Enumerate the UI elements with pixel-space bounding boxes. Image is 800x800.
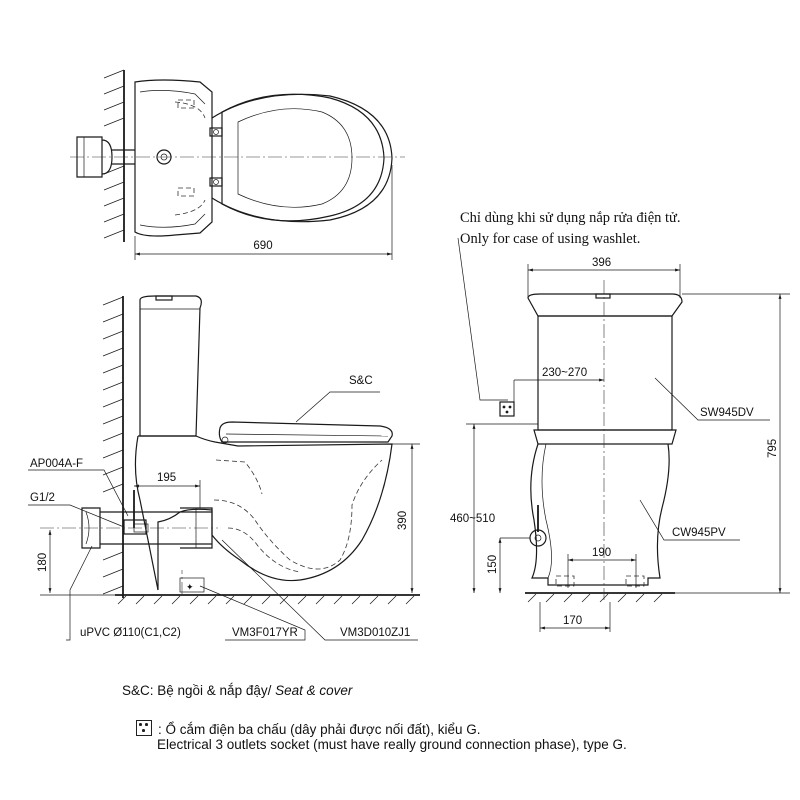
legend-seat-cover: S&C: Bệ ngồi & nắp đậy/ Seat & cover xyxy=(122,683,352,698)
legend-sc-english: Seat & cover xyxy=(275,683,353,698)
cw945pv-leader xyxy=(639,499,740,541)
seat-top-outline xyxy=(221,93,385,222)
dimension-690-label: 690 xyxy=(253,240,272,252)
bowl-top-outline xyxy=(211,93,393,223)
legend-socket-en: Electrical 3 outlets socket (must have r… xyxy=(157,737,627,752)
electric-socket xyxy=(499,401,515,417)
top-view-wall-hatch xyxy=(103,69,125,239)
upvc-label: uPVC Ø110(C1,C2) xyxy=(80,627,181,639)
dimension-180-label: 180 xyxy=(37,553,49,572)
g12-leader xyxy=(28,504,125,528)
sw945dv-label: SW945DV xyxy=(700,407,754,419)
ap004-leader xyxy=(28,469,129,517)
dimension-190-label: 190 xyxy=(592,547,611,559)
washlet-note-vi: Chỉ dùng khi sử dụng nắp rửa điện tử. xyxy=(460,210,681,226)
legend-socket-vi-text: : Ổ cắm điện ba chấu (dây phải được nối … xyxy=(158,722,481,737)
seat-and-cover xyxy=(218,421,393,443)
ap004-label: AP004A-F xyxy=(30,458,83,470)
outlet-pipe xyxy=(100,511,212,545)
side-view-wall-hatch xyxy=(102,296,124,595)
side-view: ✦ S&C AP004A-F G1/2 195 390 180 uPVC Ø11… xyxy=(28,295,420,641)
side-bowl xyxy=(138,435,393,590)
cw945pv-label: CW945PV xyxy=(672,527,726,539)
trapway-hidden xyxy=(213,459,383,570)
vm3d-leader xyxy=(221,539,418,641)
floor-bolt-right xyxy=(625,575,645,587)
side-view-floor-hatch xyxy=(117,595,415,605)
seat-opening xyxy=(237,108,353,208)
front-view: Chỉ dùng khi sử dụng nắp rửa điện tử. On… xyxy=(450,210,790,632)
floor-flange xyxy=(179,577,205,593)
front-seat xyxy=(533,429,677,445)
upvc-leader xyxy=(66,545,93,641)
vm3f-leader xyxy=(199,585,306,641)
supply-pipe xyxy=(76,136,103,178)
legend-socket-vi: : Ổ cắm điện ba chấu (dây phải được nối … xyxy=(136,720,481,737)
front-angle-valve xyxy=(529,529,547,547)
dimension-795-label: 795 xyxy=(767,439,779,458)
sw945dv-leader xyxy=(654,377,770,421)
dimension-396-label: 396 xyxy=(592,257,611,269)
front-bowl xyxy=(530,443,670,586)
dimension-390-label: 390 xyxy=(397,511,409,530)
floor-bolt-left xyxy=(555,575,575,587)
dimension-150-label: 150 xyxy=(487,555,499,574)
tank-top-outline xyxy=(134,79,213,237)
dimension-170-label: 170 xyxy=(563,615,582,627)
g12-label: G1/2 xyxy=(30,492,55,504)
socket-icon xyxy=(136,720,152,736)
front-tank-lid xyxy=(527,293,683,317)
side-tank xyxy=(139,295,202,437)
vm3d-label: VM3D010ZJ1 xyxy=(340,627,410,639)
dimension-230-270-label: 230~270 xyxy=(542,367,587,379)
legend-sc-prefix: S&C: Bệ ngồi & nắp đậy/ xyxy=(122,683,276,698)
vm3f-label: VM3F017YR xyxy=(232,627,298,639)
hinge-upper xyxy=(209,127,223,137)
dimension-460-510-label: 460~510 xyxy=(450,513,495,525)
front-floor-hatch xyxy=(527,593,663,603)
svg-text:✦: ✦ xyxy=(186,582,194,592)
washlet-note-en: Only for case of using washlet. xyxy=(460,231,640,247)
hinge-lower xyxy=(209,177,223,187)
dimension-195-label: 195 xyxy=(157,472,176,484)
sc-label: S&C xyxy=(349,375,373,387)
washlet-note-leader xyxy=(457,237,508,401)
top-view: 690 xyxy=(70,69,405,260)
sc-leader xyxy=(295,391,380,423)
